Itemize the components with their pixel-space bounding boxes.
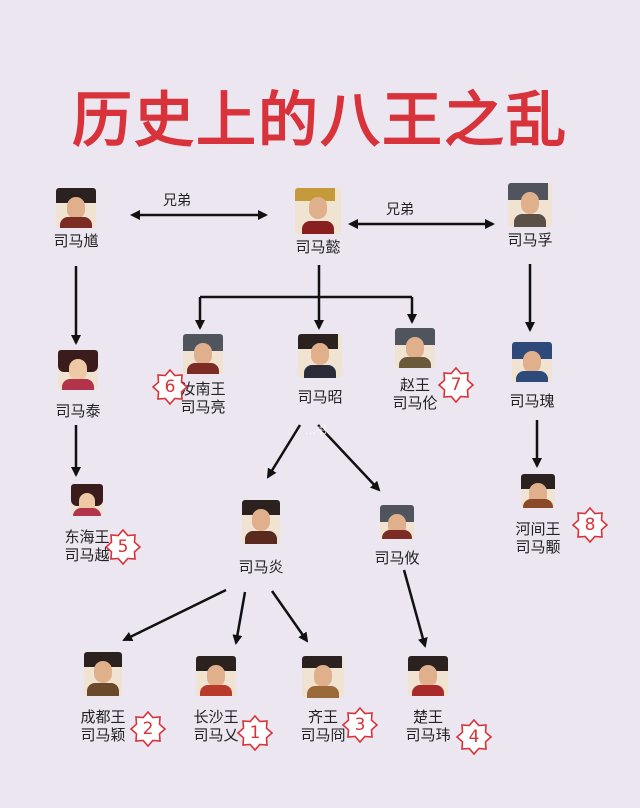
person-sima-zhao: 司马昭 — [285, 334, 355, 406]
portrait-sima-lun — [395, 328, 435, 368]
order-number-sima-jiong: 3 — [354, 715, 366, 735]
relation-label-brothers-left: 兄弟 — [163, 193, 191, 209]
portrait-sima-yan — [242, 500, 280, 544]
portrait-sima-tai — [58, 350, 98, 390]
arrow-zhao-you — [317, 424, 381, 492]
name-sima-yue: 司马越 — [64, 546, 110, 564]
order-number-sima-ai: 1 — [249, 723, 261, 743]
arrow-zhao-yan — [266, 424, 302, 479]
name-sima-yan: 司马炎 — [238, 558, 284, 576]
title-sima-lun: 赵王 — [399, 376, 430, 394]
name-sima-wei: 司马玮 — [405, 726, 451, 744]
portrait-sima-yi — [295, 188, 341, 234]
order-badge-1: 1 — [236, 714, 274, 752]
portrait-sima-zhao — [298, 334, 342, 378]
portrait-sima-you — [380, 505, 414, 539]
name-sima-tai: 司马泰 — [55, 402, 101, 420]
person-sima-yan: 司马炎 — [228, 500, 294, 576]
order-number-sima-wei: 4 — [468, 727, 480, 747]
name-sima-zhao: 司马昭 — [297, 388, 343, 406]
name-sima-liang: 司马亮 — [180, 398, 226, 416]
arrow-yan-jiong — [270, 590, 309, 643]
name-sima-kui: 司马馗 — [53, 232, 99, 250]
person-sima-liang: 汝南王 司马亮 — [168, 334, 238, 416]
order-number-sima-yong: 8 — [584, 515, 596, 535]
title-sima-jiong: 齐王 — [307, 708, 338, 726]
name-sima-ai: 司马乂 — [193, 726, 239, 744]
person-sima-lun: 赵王 司马伦 — [384, 328, 446, 412]
diagram-title: 历史上的八王之乱 — [72, 86, 568, 156]
order-badge-4: 4 — [455, 718, 493, 756]
portrait-sima-gui — [512, 342, 552, 382]
name-sima-yi: 司马懿 — [295, 238, 341, 256]
portrait-sima-ying — [84, 652, 122, 696]
order-badge-8: 8 — [571, 506, 609, 544]
arrow-you-wei — [402, 569, 428, 648]
order-badge-2: 2 — [129, 710, 167, 748]
order-badge-3: 3 — [341, 706, 379, 744]
order-badge-6: 6 — [151, 368, 189, 406]
name-sima-fu: 司马孚 — [507, 231, 553, 249]
name-sima-gui: 司马瑰 — [509, 392, 555, 410]
person-sima-tai: 司马泰 — [45, 350, 111, 420]
order-badge-5: 5 — [104, 528, 142, 566]
name-sima-you: 司马攸 — [374, 549, 420, 567]
relation-label-brothers-right: 兄弟 — [386, 202, 414, 218]
title-sima-ying: 成都王 — [80, 708, 126, 726]
person-sima-jiong: 齐王 司马冏 — [290, 656, 356, 744]
person-sima-fu: 司马孚 — [497, 183, 563, 249]
portrait-sima-liang — [183, 334, 223, 374]
watermark: …书 — [305, 424, 327, 437]
arrow-yan-ai — [232, 591, 247, 645]
title-sima-yong: 河间王 — [515, 520, 561, 538]
name-sima-yong: 司马颙 — [515, 538, 561, 556]
arrow-yan-ying — [122, 588, 227, 642]
title-sima-ai: 长沙王 — [193, 708, 239, 726]
portrait-sima-wei — [408, 656, 448, 696]
person-sima-wei: 楚王 司马玮 — [395, 656, 461, 744]
name-sima-lun: 司马伦 — [392, 394, 438, 412]
name-sima-jiong: 司马冏 — [300, 726, 346, 744]
order-number-sima-lun: 7 — [450, 375, 462, 395]
order-number-sima-ying: 2 — [142, 719, 154, 739]
portrait-sima-ai — [196, 656, 236, 696]
person-sima-yue: 东海王 司马越 — [52, 484, 122, 564]
person-sima-yong: 河间王 司马颙 — [503, 474, 573, 556]
name-sima-ying: 司马颖 — [80, 726, 126, 744]
title-sima-yue: 东海王 — [64, 528, 110, 546]
order-badge-7: 7 — [437, 366, 475, 404]
portrait-sima-yong — [521, 474, 555, 508]
portrait-sima-fu — [508, 183, 552, 227]
order-number-sima-yue: 5 — [117, 537, 129, 557]
portrait-sima-kui — [56, 188, 96, 228]
portrait-sima-jiong — [302, 656, 344, 698]
portrait-sima-yue — [71, 484, 103, 516]
person-sima-kui: 司马馗 — [43, 188, 109, 250]
title-sima-liang: 汝南王 — [180, 380, 226, 398]
person-sima-you: 司马攸 — [364, 505, 430, 567]
person-sima-yi: 司马懿 — [282, 188, 354, 256]
person-sima-ai: 长沙王 司马乂 — [183, 656, 249, 744]
order-number-sima-liang: 6 — [164, 377, 176, 397]
title-sima-wei: 楚王 — [412, 708, 443, 726]
person-sima-ying: 成都王 司马颖 — [70, 652, 136, 744]
person-sima-gui: 司马瑰 — [499, 342, 565, 410]
